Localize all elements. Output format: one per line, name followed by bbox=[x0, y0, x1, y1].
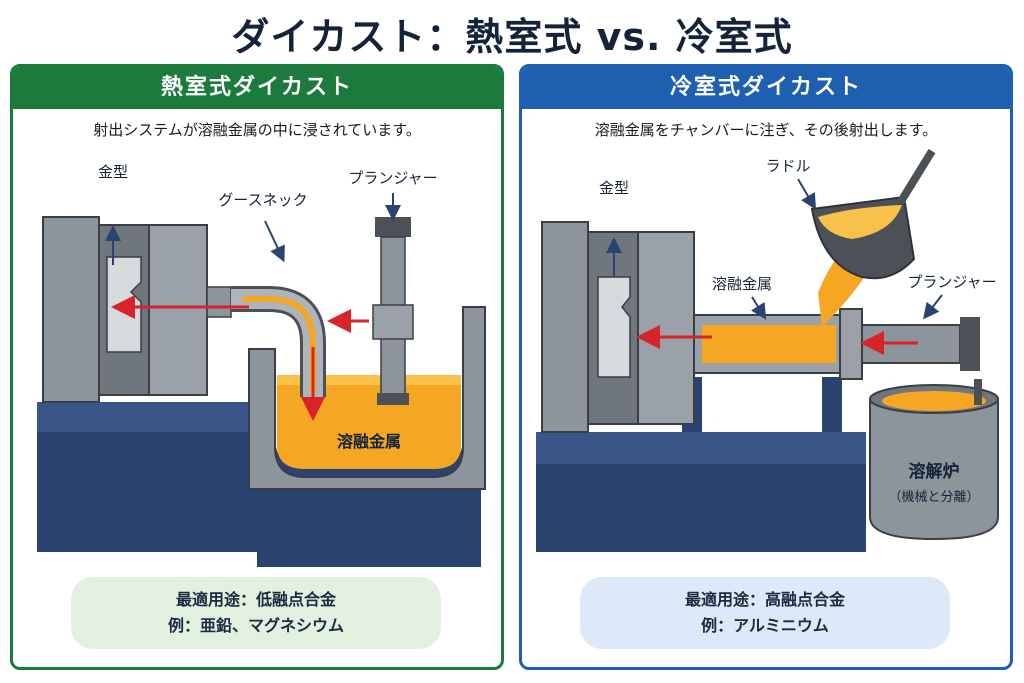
cold-chamber-panel: 冷室式ダイカスト 溶融金属をチャンバーに注ぎ、その後射出します。 bbox=[519, 64, 1013, 670]
label-furnace-note: （機械と分離） bbox=[888, 490, 979, 505]
hot-chamber-usage-note: 最適用途：低融点合金 例：亜鉛、マグネシウム bbox=[71, 577, 441, 649]
cold-chamber-description: 溶融金属をチャンバーに注ぎ、その後射出します。 bbox=[594, 121, 938, 139]
cold-chamber-header: 冷室式ダイカスト bbox=[522, 67, 1010, 109]
plunger bbox=[372, 217, 414, 405]
label-molten-metal: 溶融金属 bbox=[712, 275, 772, 293]
label-furnace: 溶解炉 bbox=[909, 461, 960, 482]
label-mold: 金型 bbox=[599, 179, 629, 197]
pointer-arrow bbox=[750, 296, 767, 320]
label-plunger: プランジャー bbox=[348, 169, 437, 187]
hot-chamber-diagram: 金型 グースネック プランジャー 溶融金属 bbox=[13, 147, 501, 567]
machine-base bbox=[37, 402, 257, 552]
example-text: 例：アルミニウム bbox=[701, 616, 829, 635]
label-plunger: プランジャー bbox=[907, 273, 996, 291]
label-mold: 金型 bbox=[98, 163, 128, 181]
mold bbox=[541, 221, 695, 433]
usage-text: 最適用途：高融点合金 bbox=[684, 590, 845, 609]
ladle bbox=[810, 148, 936, 327]
pointer-arrow bbox=[923, 294, 943, 320]
page-title: ダイカスト：熱室式 vs. 冷室式 bbox=[231, 15, 793, 59]
furnace bbox=[869, 379, 999, 541]
usage-text: 最適用途：低融点合金 bbox=[175, 590, 336, 609]
hot-chamber-description: 射出システムが溶融金属の中に浸されています。 bbox=[93, 121, 421, 139]
mold bbox=[42, 216, 232, 403]
pointer-arrow bbox=[264, 220, 285, 263]
example-text: 例：亜鉛、マグネシウム bbox=[167, 616, 344, 635]
hot-chamber-header: 熱室式ダイカスト bbox=[13, 67, 501, 109]
machine-base bbox=[536, 377, 866, 552]
shot-sleeve bbox=[693, 308, 980, 380]
label-ladle: ラドル bbox=[765, 157, 810, 175]
gooseneck bbox=[231, 286, 326, 397]
cold-chamber-diagram: 金型 ラドル 溶融金属 プランジャー 溶解炉 （機械と分離） bbox=[522, 147, 1010, 567]
label-gooseneck: グースネック bbox=[218, 191, 307, 209]
label-molten-metal: 溶融金属 bbox=[337, 432, 401, 451]
cold-chamber-usage-note: 最適用途：高融点合金 例：アルミニウム bbox=[580, 577, 950, 649]
hot-chamber-panel: 熱室式ダイカスト 射出システムが溶融金属の中に浸されています。 bbox=[10, 64, 504, 670]
pointer-arrow bbox=[797, 178, 817, 210]
